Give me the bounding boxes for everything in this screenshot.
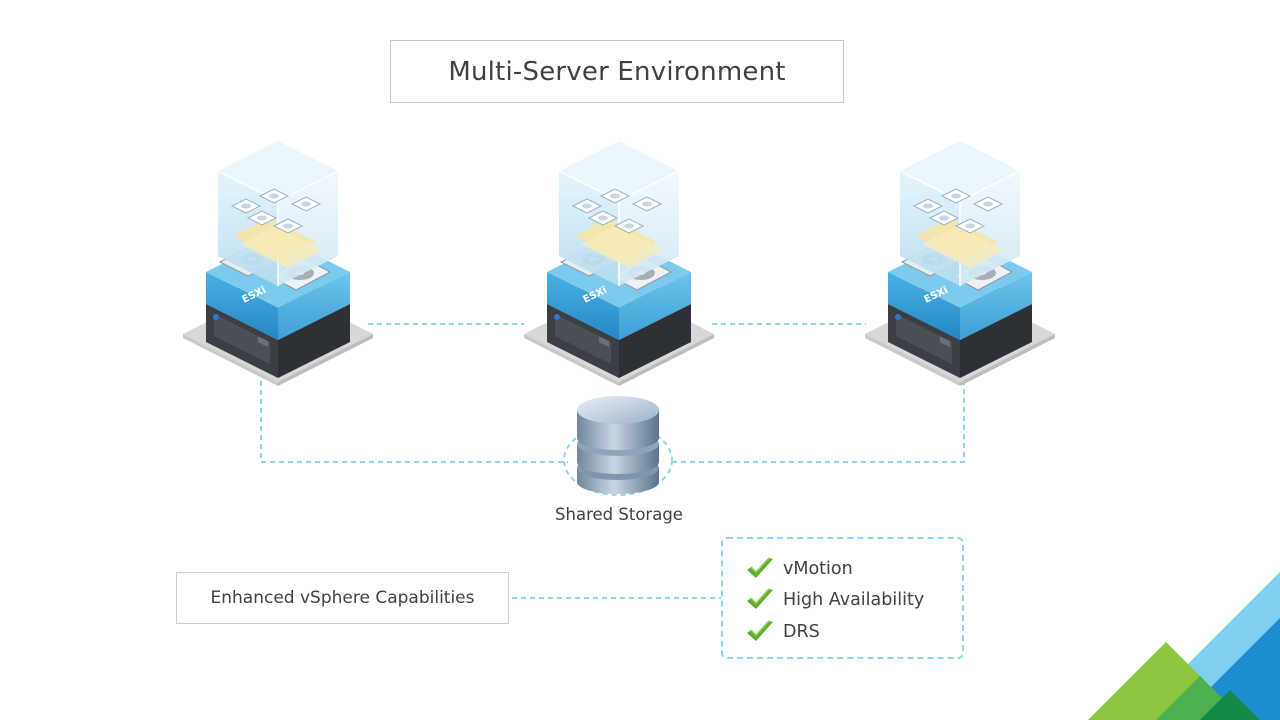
check-icon	[747, 620, 773, 641]
esxi-host-1: ESXi	[182, 140, 374, 387]
check-icon	[747, 588, 773, 610]
feature-item: High Availability	[745, 585, 962, 617]
esxi-host-3: ESXi	[864, 140, 1056, 387]
feature-label: vMotion	[783, 558, 853, 579]
shared-storage-label: Shared Storage	[555, 505, 683, 524]
link-server1-storage	[260, 372, 568, 463]
check-icon	[747, 557, 773, 578]
capabilities-label: Enhanced vSphere Capabilities	[176, 572, 509, 624]
shared-storage-icon	[577, 396, 659, 494]
corner-brand-shapes	[1088, 572, 1280, 720]
features-box: vMotion High Availability DRS	[721, 537, 964, 659]
esxi-host-2: ESXi	[523, 140, 715, 387]
page-title: Multi-Server Environment	[390, 40, 844, 103]
feature-label: High Availability	[783, 590, 925, 611]
feature-item: vMotion	[745, 553, 962, 585]
link-server3-storage	[670, 380, 965, 463]
feature-item: DRS	[745, 616, 962, 648]
feature-label: DRS	[783, 621, 820, 642]
